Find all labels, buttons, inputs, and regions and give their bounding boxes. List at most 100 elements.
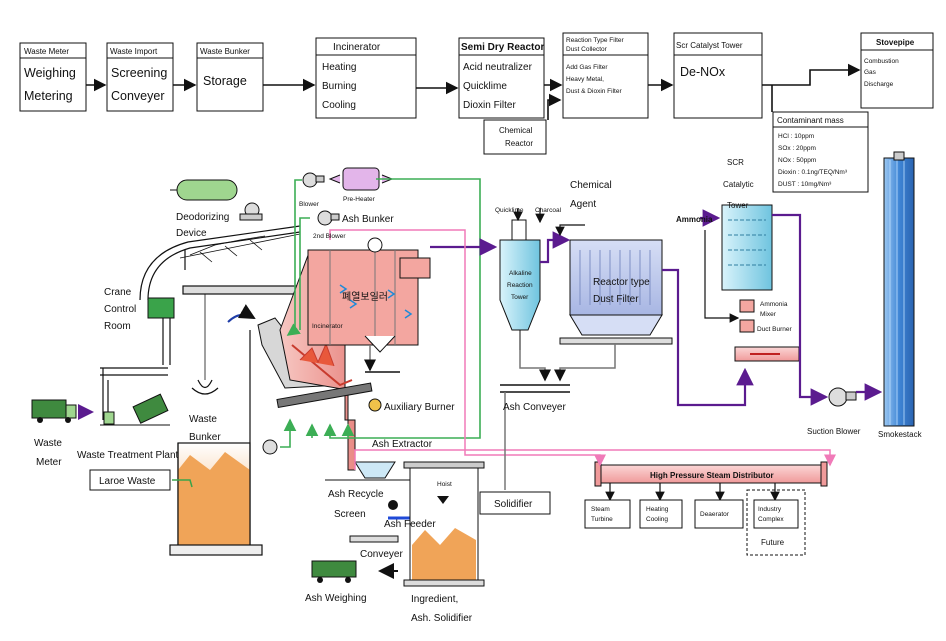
heavy-metal-text: Heavy Metal, xyxy=(566,76,604,83)
solidifier-tank xyxy=(403,461,485,587)
flow-stovepipe-box: Stovepipe Combustion Gas Discharge xyxy=(860,32,934,109)
pink-steam-lines xyxy=(329,229,836,470)
discharge-text: Discharge xyxy=(864,81,894,88)
nox-text: NOx : 50ppm xyxy=(778,157,816,164)
contaminant-title: Contaminant mass xyxy=(777,116,844,125)
waste-meter-title: Waste Meter xyxy=(24,47,69,56)
deaerator-box: Deaerator xyxy=(694,499,744,529)
boiler-body: 폐열보일러 Incinerator xyxy=(307,237,431,353)
mixer-label: Mixer xyxy=(760,311,777,318)
ash-bunker-label: Ash Bunker xyxy=(342,214,394,225)
waste-label: Waste xyxy=(34,438,62,449)
auxiliary-burner-icon xyxy=(368,398,382,412)
heating-cooling-box: Heating Cooling xyxy=(639,499,683,529)
chemical-text: Chemical xyxy=(499,126,533,135)
incinerator-tag-label: Incinerator xyxy=(312,323,344,330)
scr-label: SCR xyxy=(727,158,744,167)
ammonia-label: Ammonia xyxy=(676,215,713,224)
screening-text: Screening xyxy=(111,66,167,80)
sox-text: SOx : 20ppm xyxy=(778,145,816,152)
complex-text: Complex xyxy=(758,516,784,523)
bunker-waste-label: Waste xyxy=(189,414,217,425)
alkaline-reaction-tower xyxy=(499,219,541,350)
de-nox-text: De-NOx xyxy=(680,65,726,79)
add-gas-filter-text: Add Gas Filter xyxy=(566,64,608,71)
agent-label: Agent xyxy=(570,199,596,210)
deaerator-text: Deaerator xyxy=(700,511,730,518)
second-blower-icon xyxy=(317,210,340,226)
heating-output-text: Heating xyxy=(646,506,669,513)
dioxin-text: Dioxin : 0.1ng/TEQ/Nm³ xyxy=(778,169,848,176)
chemical-agent-label: Chemical xyxy=(570,180,612,191)
flow-reaction-filter-box: Reaction Type Filter Dust Collector Add … xyxy=(562,32,649,119)
smokestack xyxy=(883,151,915,427)
grey-ash-lines xyxy=(364,344,616,490)
device-label: Device xyxy=(176,228,207,239)
burning-text: Burning xyxy=(322,81,356,92)
meter-label: Meter xyxy=(36,457,62,468)
ash-feeder-label: Ash Feeder xyxy=(384,519,436,530)
combustion-text: Combustion xyxy=(864,58,899,65)
reactor-dust-filter xyxy=(559,239,673,345)
deodorizing-label: Deodorizing xyxy=(176,212,229,223)
crane-control-room xyxy=(147,297,175,319)
waste-truck-icon xyxy=(31,399,77,423)
control-label: Control xyxy=(104,304,136,315)
flow-waste-bunker-box: Waste Bunker Storage xyxy=(196,42,264,112)
semi-dry-reactor-title: Semi Dry Reactor xyxy=(461,42,544,53)
hp-steam-label: High Pressure Steam Distributor xyxy=(650,471,774,480)
flow-waste-meter-box: Waste Meter Weighing Metering xyxy=(19,42,87,112)
industry-complex-box: Industry Complex Future xyxy=(746,489,806,556)
purple-flue-lines xyxy=(430,209,883,407)
hcl-text: HCl : 10ppm xyxy=(778,133,814,140)
pre-heater-icon xyxy=(328,167,394,191)
solidifier-box xyxy=(479,491,551,515)
screen-label: Screen xyxy=(334,509,366,520)
steam-text: Steam xyxy=(591,506,610,513)
pre-heater-label: Pre-Heater xyxy=(343,196,376,203)
suction-blower-label: Suction Blower xyxy=(807,427,861,436)
conveyer-label: Conveyer xyxy=(360,549,403,560)
ammonia-mixer-label: Ammonia xyxy=(760,301,788,308)
deodorizing-device-icon xyxy=(170,179,263,221)
flow-semi-dry-reactor-box: Semi Dry Reactor Acid neutralizer Quickl… xyxy=(458,37,545,119)
auxiliary-burner-label: Auxiliary Burner xyxy=(384,402,455,413)
conveyer-text: Conveyer xyxy=(111,89,165,103)
ash-truck-icon xyxy=(311,560,357,583)
flow-incinerator-box: Incinerator Heating Burning Cooling xyxy=(315,37,417,119)
industry-text: Industry xyxy=(758,506,782,513)
ash-recycle-screen-icon xyxy=(325,461,420,481)
flow-waste-import-box: Waste Import Screening Conveyer xyxy=(106,42,174,112)
heating-text: Heating xyxy=(322,62,356,73)
scr-catalytic-tower xyxy=(721,204,773,333)
gas-text: Gas xyxy=(864,69,877,76)
hoist-label: Hoist xyxy=(437,481,452,488)
weighing-text: Weighing xyxy=(24,66,76,80)
laroe-waste-label: Laroe Waste xyxy=(99,476,156,487)
ash-recycle-label: Ash Recycle xyxy=(328,489,384,500)
turbine-text: Turbine xyxy=(591,516,613,523)
catalytic-label: Catalytic xyxy=(723,180,754,189)
dioxin-filter-text: Dioxin Filter xyxy=(463,100,516,111)
ingredient-label: Ingredient, xyxy=(411,594,458,605)
flow-chemical-reactor-box: Chemical Reactor xyxy=(483,119,547,155)
cooling-output-text: Cooling xyxy=(646,516,668,523)
ash-conveyer-label: Ash Conveyer xyxy=(503,402,566,413)
incinerator-title: Incinerator xyxy=(333,42,381,53)
waste-import-title: Waste Import xyxy=(110,47,158,56)
waste-bunker-building xyxy=(100,225,302,556)
tower-label: Tower xyxy=(511,294,529,301)
waste-bunker-title: Waste Bunker xyxy=(200,47,250,56)
dust-text: DUST : 10mg/Nm³ xyxy=(778,181,832,188)
hp-steam-distributor: High Pressure Steam Distributor xyxy=(594,461,828,487)
dust-filter-label: Dust Filter xyxy=(593,294,639,305)
ash-weighing-label: Ash Weighing xyxy=(305,593,367,604)
second-blower-label: 2nd Blower xyxy=(313,233,346,240)
acid-neutralizer-text: Acid neutralizer xyxy=(463,62,533,73)
blower-label: Blower xyxy=(299,201,320,208)
conveyer-belt xyxy=(349,535,399,543)
scr-tower-label: Tower xyxy=(727,201,749,210)
quicklime-label: Quicklime xyxy=(495,207,524,214)
charcoal-label: Charcoal xyxy=(535,207,562,214)
